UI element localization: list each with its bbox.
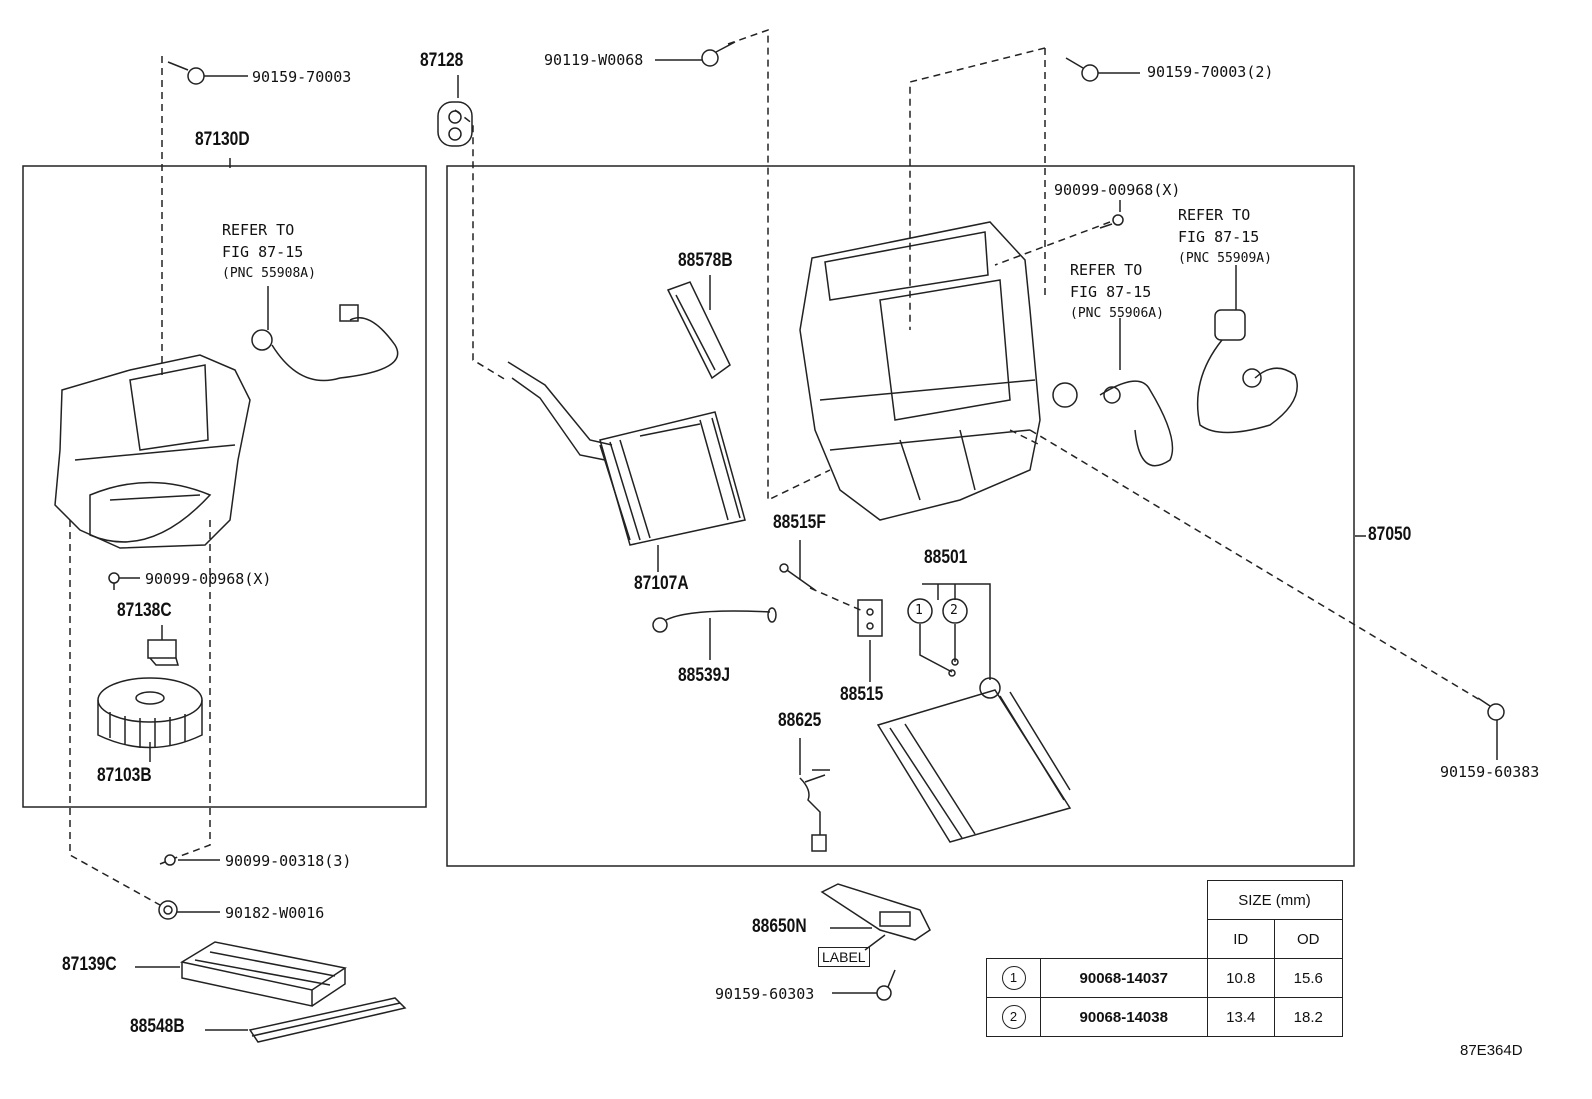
hose-88539j-icon [652, 607, 777, 633]
id-header: ID [1206, 919, 1275, 959]
size-table: SIZE (mm) ID OD 1 90068-14037 10.8 15.6 … [986, 880, 1343, 1037]
callout-2: 2 [950, 603, 958, 618]
part-label-88650n: 88650N [752, 916, 807, 937]
figure-id: 87E364D [1460, 1042, 1523, 1059]
nut-90182-w0016-icon [158, 900, 178, 920]
wire-harness-middle-icon [1052, 380, 1174, 467]
heater-core-87107a-icon [599, 411, 746, 546]
screw-90159-60303-icon [876, 969, 896, 1001]
reference-line1: REFER TO [222, 221, 295, 239]
part-label-90159-70003-2: 90159-70003(2) [1147, 63, 1274, 81]
row-id: 13.4 [1206, 997, 1275, 1037]
table-header-row: SIZE (mm) [987, 880, 1343, 920]
screw-90119-w0068-icon [701, 41, 736, 67]
part-label-90119-w0068: 90119-W0068 [544, 51, 644, 69]
blower-unit-housing-icon [54, 354, 251, 549]
screw-90159-70003-icon [167, 61, 205, 85]
screw-90099-00968-x-left-icon [108, 572, 120, 590]
part-label-87128: 87128 [420, 50, 464, 71]
size-header: SIZE (mm) [1206, 880, 1343, 920]
hvac-case-icon [799, 221, 1041, 521]
reference-line2: FIG 87-15 [222, 243, 304, 261]
part-label-88501: 88501 [924, 547, 968, 568]
reference-line1: REFER TO [1070, 261, 1143, 279]
thermistor-88625-icon [799, 769, 830, 852]
reference-pnc: (PNC 55906A) [1070, 306, 1164, 321]
sensor-88650n-icon [820, 883, 931, 941]
pipe-87107a-icon [507, 361, 631, 541]
part-label-90099-00968-x-left: 90099-00968(X) [145, 570, 272, 588]
o-ring-callouts [907, 598, 968, 677]
row-id: 10.8 [1206, 958, 1275, 998]
part-label-90099-00318-3: 90099-00318(3) [225, 852, 352, 870]
part-label-88548b: 88548B [130, 1016, 185, 1037]
screw-90099-00318-icon [159, 854, 176, 866]
callout-1: 1 [915, 603, 923, 618]
part-label-88515f: 88515F [773, 512, 826, 533]
reference-line1: REFER TO [1178, 206, 1251, 224]
row-od: 18.2 [1274, 997, 1343, 1037]
part-label-90159-70003: 90159-70003 [252, 68, 352, 86]
screw-90159-60383-icon [1477, 697, 1505, 721]
part-label-87139c: 87139C [62, 954, 117, 975]
bolt-88515f-icon [779, 563, 816, 591]
part-label-90099-00968-x-right: 90099-00968(X) [1054, 181, 1181, 199]
expansion-valve-88515-icon [857, 599, 883, 637]
evaporator-88501-icon [876, 677, 1072, 843]
blower-motor-87103b-icon [97, 677, 203, 749]
row-part-number: 90068-14037 [1040, 958, 1208, 998]
part-label-87138c: 87138C [117, 600, 172, 621]
label-tag: LABEL [818, 947, 870, 967]
part-label-90182-w0016: 90182-W0016 [225, 904, 325, 922]
screw-90099-00968-x-right-icon [1099, 214, 1124, 229]
reference-pnc: (PNC 55909A) [1178, 251, 1272, 266]
right-assembly-box [446, 165, 1355, 867]
part-label-87107a: 87107A [634, 573, 689, 594]
table-row: 2 90068-14038 13.4 18.2 [986, 997, 1343, 1037]
left-assembly-box [22, 165, 427, 808]
table-subheader-row: ID OD [987, 919, 1343, 959]
reference-line2: FIG 87-15 [1178, 228, 1260, 246]
screw-icons [108, 41, 1505, 1001]
grommet-87128-icon [437, 101, 473, 147]
row-index: 2 [1001, 1005, 1026, 1029]
reference-note-middle: REFER TO FIG 87-15 (PNC 55906A) [1070, 259, 1164, 325]
screw-90159-70003-2-icon [1065, 57, 1099, 82]
row-od: 15.6 [1274, 958, 1343, 998]
reference-line2: FIG 87-15 [1070, 283, 1152, 301]
reference-note-right: REFER TO FIG 87-15 (PNC 55909A) [1178, 204, 1272, 270]
reference-pnc: (PNC 55908A) [222, 266, 316, 281]
filter-87139c-icon [179, 941, 347, 1007]
part-label-87103b: 87103B [97, 765, 152, 786]
part-label-88515: 88515 [840, 684, 884, 705]
part-label-88578b: 88578B [678, 250, 733, 271]
part-label-90159-60383: 90159-60383 [1440, 763, 1540, 781]
table-row: 1 90068-14037 10.8 15.6 [986, 958, 1343, 998]
row-part-number: 90068-14038 [1040, 997, 1208, 1037]
seal-88578b-icon [666, 281, 731, 380]
reference-note-left: REFER TO FIG 87-15 (PNC 55908A) [222, 219, 316, 285]
wire-harness-right-icon [1196, 309, 1298, 434]
seal-88548b-icon [248, 997, 407, 1043]
solid-leaders [118, 59, 1498, 1031]
assembly-label-87130d: 87130D [195, 129, 250, 150]
dashed-leaders [69, 28, 1481, 906]
part-label-88539j: 88539J [678, 665, 730, 686]
wire-harness-left-icon [251, 304, 399, 382]
resistor-87138c-icon [147, 639, 179, 666]
row-index: 1 [1001, 966, 1026, 990]
assembly-label-87050: 87050 [1368, 524, 1412, 545]
od-header: OD [1274, 919, 1343, 959]
part-label-88625: 88625 [778, 710, 822, 731]
part-label-90159-60303: 90159-60303 [715, 985, 815, 1003]
